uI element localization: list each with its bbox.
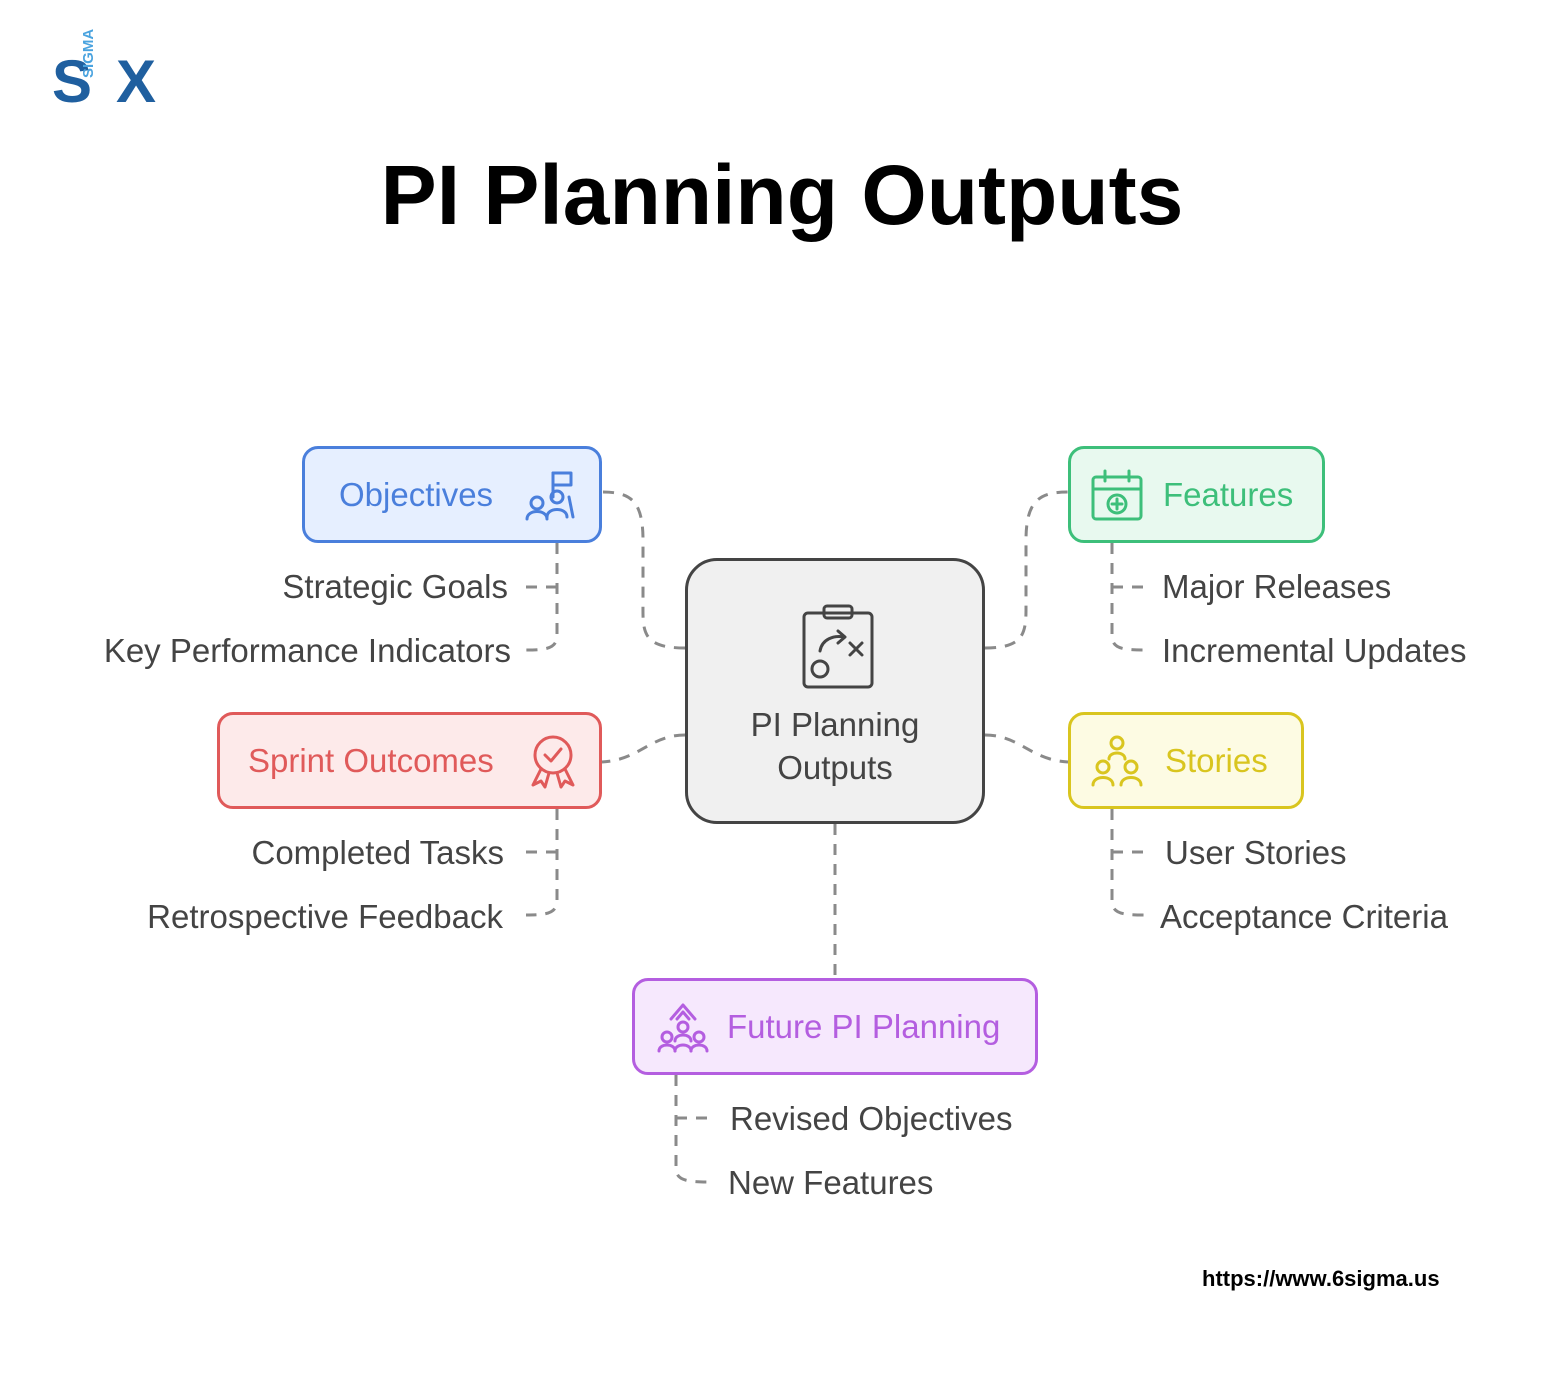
future-item-revised-objectives: Revised Objectives — [730, 1100, 1013, 1137]
sprint-item-retrospective-feedback: Retrospective Feedback — [147, 898, 503, 935]
node-stories: Stories — [1068, 712, 1304, 809]
node-objectives: Objectives — [302, 446, 602, 543]
center-node: PI Planning Outputs — [685, 558, 985, 824]
node-future-label: Future PI Planning — [727, 1007, 1001, 1045]
user-group-icon — [1089, 733, 1145, 789]
team-flag-icon — [523, 467, 579, 523]
footer-url: https://www.6sigma.us — [1202, 1266, 1440, 1291]
calendar-plus-icon — [1089, 467, 1145, 523]
center-label-line1: PI Planning — [750, 706, 920, 743]
center-label: PI Planning Outputs — [688, 703, 982, 789]
connector-stories-items — [1110, 809, 1146, 917]
connector-objectives — [601, 490, 686, 650]
node-stories-label: Stories — [1165, 741, 1268, 779]
node-objectives-label: Objectives — [339, 475, 494, 513]
connector-sprint-items — [525, 809, 559, 917]
logo-s: S — [52, 48, 93, 115]
objectives-item-kpi: Key Performance Indicators — [103, 632, 511, 669]
node-sprint-outcomes: Sprint Outcomes — [217, 712, 602, 809]
future-item-new-features: New Features — [728, 1164, 934, 1201]
sprint-item-completed-tasks: Completed Tasks — [251, 834, 504, 871]
center-label-line2: Outputs — [777, 749, 893, 786]
logo-x: X — [116, 48, 157, 115]
connector-features — [984, 490, 1069, 650]
node-sprint-outcomes-label: Sprint Outcomes — [248, 741, 494, 779]
connector-objectives-items — [525, 543, 559, 652]
features-item-major-releases: Major Releases — [1162, 568, 1392, 605]
stories-item-user-stories: User Stories — [1165, 834, 1347, 871]
logo: S SIGMA X — [52, 29, 172, 115]
objectives-item-strategic-goals: Strategic Goals — [282, 568, 508, 605]
connector-sprint — [601, 733, 686, 764]
stories-item-acceptance-criteria: Acceptance Criteria — [1160, 898, 1448, 935]
connector-stories — [984, 733, 1069, 764]
team-growth-icon — [655, 999, 711, 1055]
node-features: Features — [1068, 446, 1325, 543]
page-title: PI Planning Outputs — [380, 148, 1184, 242]
clipboard-strategy-icon — [800, 603, 876, 691]
node-future-pi-planning: Future PI Planning — [632, 978, 1038, 1075]
connector-features-items — [1110, 543, 1146, 652]
node-features-label: Features — [1163, 475, 1294, 513]
award-badge-icon — [525, 733, 581, 789]
connector-future-items — [674, 1075, 711, 1184]
features-item-incremental-updates: Incremental Updates — [1162, 632, 1467, 669]
